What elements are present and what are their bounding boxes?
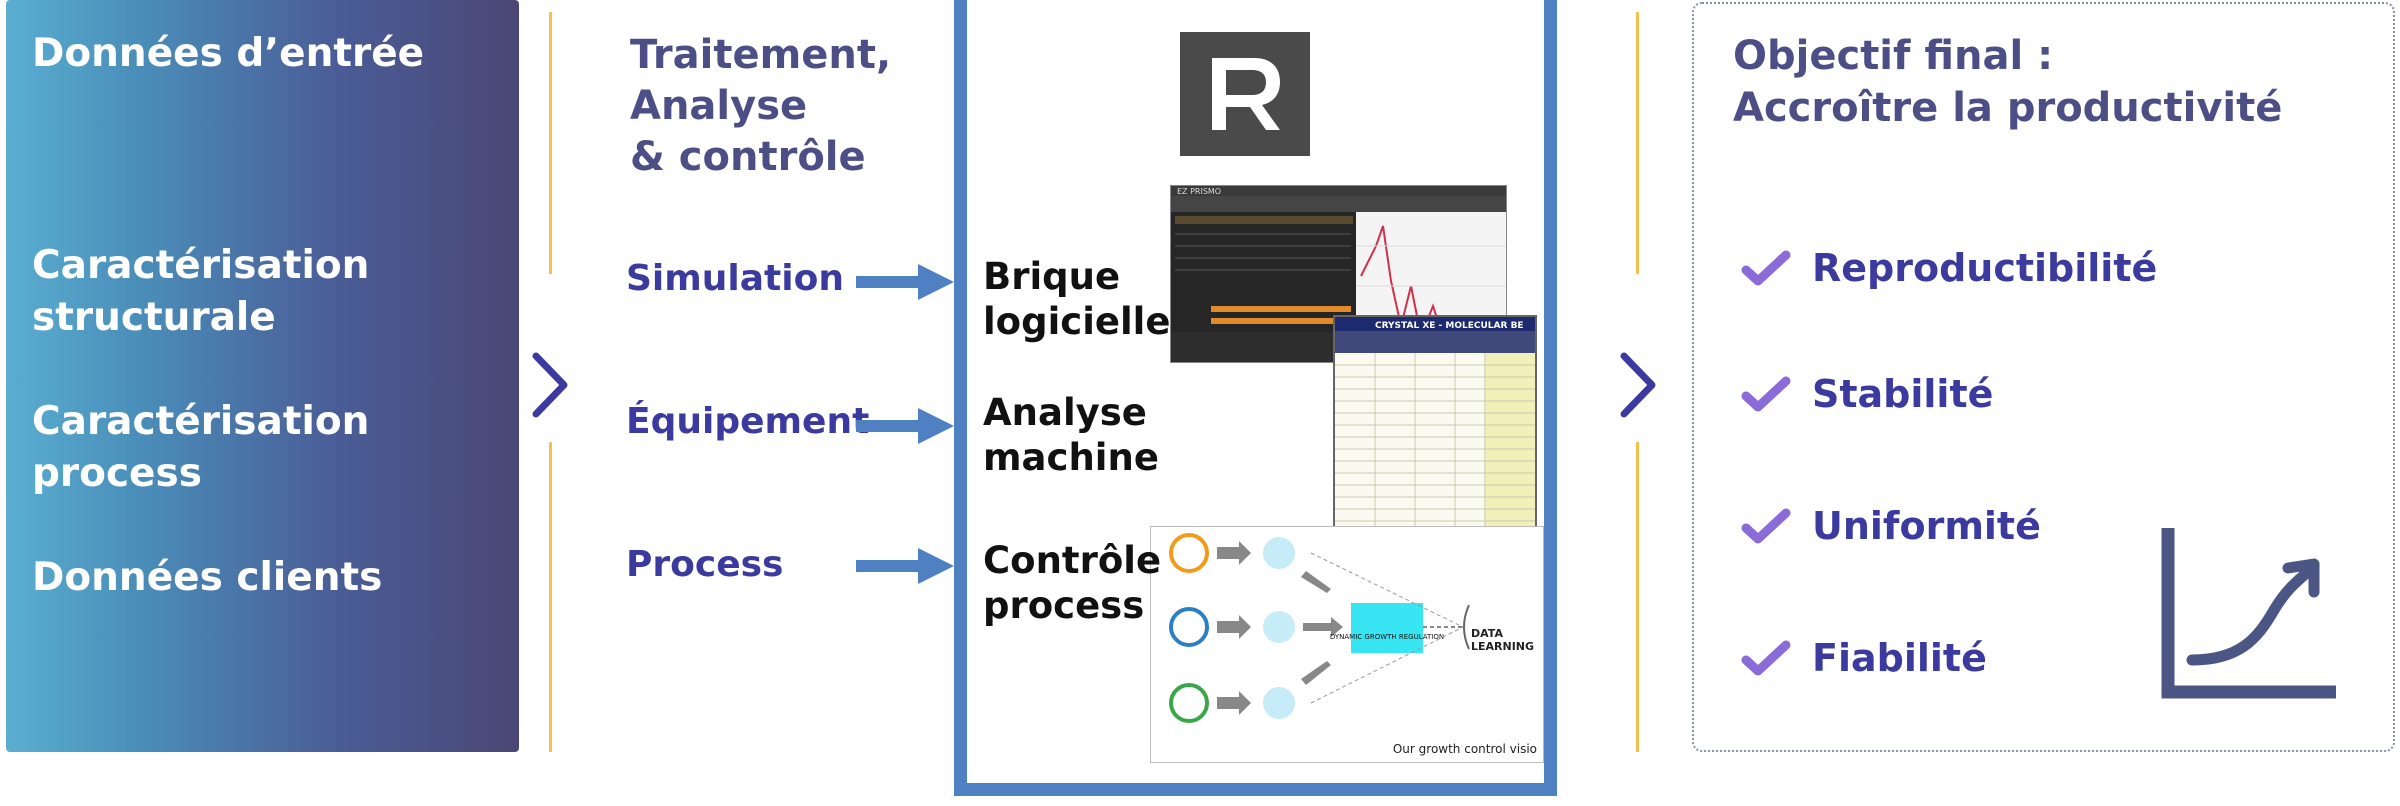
source-label-simulation: Simulation — [626, 258, 844, 299]
target-label-line: Brique — [983, 255, 1121, 298]
shot3-node-label: DYNAMIC GROWTH REGULATION — [1330, 633, 1444, 641]
objective-item-label: Uniformité — [1812, 504, 2041, 548]
objective-item: Reproductibilité — [1740, 242, 2157, 294]
arrow-right-icon — [856, 264, 954, 300]
chevron-right-icon — [532, 352, 568, 418]
input-panel-title: Données d’entrée — [32, 31, 425, 76]
processing-title: Traitement, Analyse & contrôle — [630, 30, 950, 183]
growth-control-diagram: DYNAMIC GROWTH REGULATION DATA LEARNING … — [1150, 526, 1544, 763]
check-icon — [1741, 250, 1791, 286]
shot1-title: EZ PRISMO — [1177, 187, 1221, 196]
objective-item-label: Fiabilité — [1812, 636, 1987, 680]
target-label-process-control: Contrôle process — [983, 538, 1183, 628]
target-label-machine: Analyse machine — [983, 390, 1183, 480]
shot2-title: CRYSTAL XE - MOLECULAR BE — [1375, 321, 1524, 331]
objective-title-line: Accroître la productivité — [1733, 85, 2283, 131]
objective-panel — [1692, 2, 2395, 752]
shot3-caption: Our growth control visio — [1392, 742, 1537, 756]
processing-title-line: Traitement, — [630, 32, 892, 78]
target-label-line: Contrôle — [983, 539, 1162, 582]
input-item-clients: Données clients — [32, 555, 383, 600]
check-icon — [1741, 640, 1791, 676]
objective-title-line: Objectif final : — [1733, 33, 2054, 79]
objective-item: Uniformité — [1740, 500, 2041, 552]
target-label-line: Analyse — [983, 391, 1147, 434]
target-label-line: logicielle — [983, 300, 1171, 343]
source-label-equipment: Équipement — [626, 401, 870, 442]
check-icon — [1741, 376, 1791, 412]
divider-right-top — [1636, 12, 1639, 274]
input-item-structural: Caractérisation structurale — [32, 243, 370, 340]
divider-right-bottom — [1636, 442, 1639, 752]
arrow-right-icon — [856, 408, 954, 444]
objective-item: Stabilité — [1740, 368, 1993, 420]
input-data-panel: Données d’entrée Caractérisation structu… — [6, 0, 519, 752]
target-label-line: machine — [983, 436, 1159, 479]
objective-item: Fiabilité — [1740, 632, 1987, 684]
source-label-process: Process — [626, 544, 784, 585]
check-icon — [1741, 508, 1791, 544]
target-label-software: Brique logicielle — [983, 254, 1183, 344]
objective-item-label: Reproductibilité — [1812, 246, 2158, 290]
arrow-right-icon — [856, 548, 954, 584]
divider-left-top — [549, 12, 552, 274]
target-label-line: process — [983, 584, 1145, 627]
processing-title-line: & contrôle — [630, 134, 866, 180]
r-logo — [1180, 32, 1310, 156]
chevron-right-icon — [1620, 352, 1656, 418]
input-item-process: Caractérisation process — [32, 399, 370, 496]
growth-control-graphic: DYNAMIC GROWTH REGULATION — [1169, 533, 1470, 723]
growth-chart-icon — [2161, 528, 2336, 699]
objective-item-label: Stabilité — [1812, 372, 1994, 416]
objective-title: Objectif final : Accroître la productivi… — [1733, 30, 2333, 134]
divider-left-bottom — [549, 442, 552, 752]
processing-title-line: Analyse — [630, 83, 808, 129]
r-logo-glyph — [1212, 58, 1280, 130]
shot3-output-label: DATA LEARNING — [1471, 627, 1535, 653]
